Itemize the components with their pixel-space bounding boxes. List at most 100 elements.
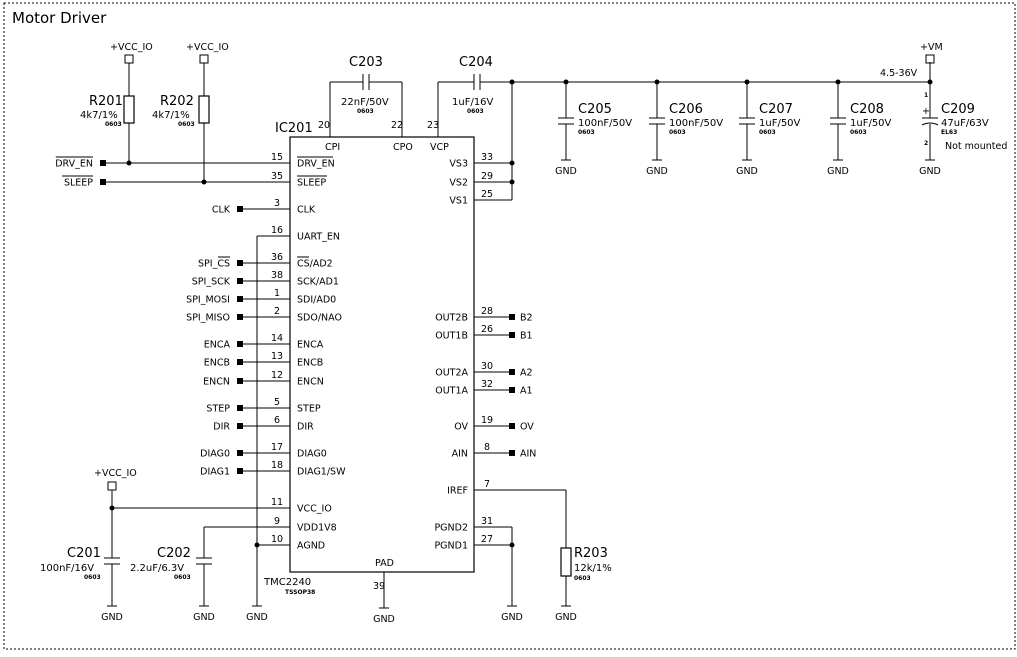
net-port-enca [237, 341, 243, 347]
c205-pkg: 0603 [578, 129, 595, 136]
resistor-r203: R203 12k/1% 0603 [474, 489, 612, 606]
pin-num-encn: 12 [271, 370, 283, 381]
r201-pkg: 0603 [105, 121, 122, 128]
capacitor-c203: C203 22nF/50V 0603 [330, 55, 402, 115]
pin-name-out2a: OUT2A [435, 368, 468, 379]
ic-left-pins: 15DRV_ENDRV_EN35SLEEPSLEEP3CLKCLK16UART_… [55, 152, 346, 552]
pin-num-encb: 13 [271, 351, 283, 362]
gnd-label: GND [919, 166, 941, 177]
pin-name-clk: CLK [297, 205, 316, 216]
pin-num-dir: 6 [274, 415, 280, 426]
net-label-a2: A2 [520, 368, 533, 379]
gnd-label: GND [555, 612, 577, 623]
pin-num-diag0: 17 [271, 442, 283, 453]
gnd-label: GND [101, 612, 123, 623]
c208-ref: C208 [850, 102, 884, 117]
net-port-diag1 [237, 468, 243, 474]
pin-name-cpi: CPI [325, 142, 340, 153]
net-port-b2 [509, 314, 515, 320]
pin-name-dir: DIR [297, 422, 314, 433]
r201-value: 4k7/1% [80, 110, 118, 121]
pin-name-vcp: VCP [430, 142, 449, 153]
r202-value: 4k7/1% [152, 110, 190, 121]
gnd-symbol: GND [555, 159, 577, 177]
pin-num-vcc-io: 11 [271, 497, 283, 508]
c203-value: 22nF/50V [341, 97, 389, 108]
pin-name-uart-en: UART_EN [297, 232, 340, 243]
c208-pkg: 0603 [850, 129, 867, 136]
pin-name-sck-ad1: SCK/AD1 [297, 277, 339, 288]
c206-ref: C206 [669, 102, 703, 117]
net-label-spi-miso: SPI_MISO [186, 313, 230, 324]
net-label-b2: B2 [520, 313, 533, 324]
pin-name-pgnd2: PGND2 [434, 523, 468, 534]
net-port-encb [237, 359, 243, 365]
pin-num-sleep: 35 [271, 171, 283, 182]
gnd-symbol: GND [501, 605, 523, 623]
pin-name-drv-en: DRV_EN [297, 159, 335, 170]
pin-name-vs2: VS2 [449, 178, 468, 189]
c202-pkg: 0603 [174, 574, 191, 581]
bulk-capacitors: C205100nF/50V0603C206100nF/50V0603C2071u… [558, 79, 892, 160]
pin-num-uart-en: 16 [271, 225, 283, 236]
r203-pkg: 0603 [574, 575, 591, 582]
ic-pad-pin: 39 [373, 581, 385, 592]
net-label-ov: OV [520, 422, 534, 433]
c209-pin1: 1 [924, 92, 928, 99]
c207-value: 1uF/50V [759, 118, 801, 129]
pin-num-vdd1v8: 9 [274, 516, 280, 527]
capacitor-c204: C204 1uF/16V 0603 [438, 55, 930, 115]
pin-name-out2b: OUT2B [435, 313, 468, 324]
pin-name-sdo-nao: SDO/NAO [297, 313, 342, 324]
net-label-spi-mosi: SPI_MOSI [186, 295, 230, 306]
net-label-diag0: DIAG0 [200, 449, 230, 460]
c209-note: Not mounted [945, 141, 1007, 152]
c203-pkg: 0603 [357, 108, 374, 115]
net-port-spi-cs [237, 260, 243, 266]
pin-name-vdd1v8: VDD1V8 [297, 523, 337, 534]
c201-value: 100nF/16V [40, 563, 94, 574]
sheet-frame [3, 2, 1016, 650]
ic-pad-label: PAD [375, 558, 394, 569]
capacitor-c209: + 1 2 C209 47uF/63V EL63 Not mounted [921, 92, 1007, 160]
pin-num-vs2: 29 [481, 171, 493, 182]
net-port-spi-sck [237, 278, 243, 284]
pin-name-cs-ad2: CS/AD2 [297, 259, 333, 270]
net-port-dir [237, 423, 243, 429]
gnd-symbol: GND [373, 607, 395, 625]
gnd-label: GND [373, 614, 395, 625]
ic-ref: IC201 [275, 121, 313, 136]
pin-num-pgnd1: 27 [481, 534, 493, 545]
pin-num-cpo: 22 [391, 120, 403, 131]
pin-num-out2b: 28 [481, 306, 493, 317]
net-label-dir: DIR [213, 422, 230, 433]
gnd-symbol: GND [555, 605, 577, 623]
ic-body [289, 136, 475, 573]
gnd-label: GND [827, 166, 849, 177]
net-label-b1: B1 [520, 331, 533, 342]
c202-value: 2.2uF/6.3V [130, 563, 184, 574]
net-port-sleep [100, 179, 106, 185]
c209-plus: + [922, 106, 930, 117]
net-label-step: STEP [206, 404, 230, 415]
pin-name-ov: OV [454, 422, 468, 433]
gnd-symbol: GND [827, 159, 849, 177]
c202-ref: C202 [157, 546, 191, 561]
c209-pkg: EL63 [941, 129, 957, 136]
gnd-symbol: GND [101, 605, 123, 623]
net-port-diag0 [237, 450, 243, 456]
gnd-label: GND [246, 612, 268, 623]
pin-num-cs-ad2: 36 [271, 252, 283, 263]
net-port-a1 [509, 387, 515, 393]
